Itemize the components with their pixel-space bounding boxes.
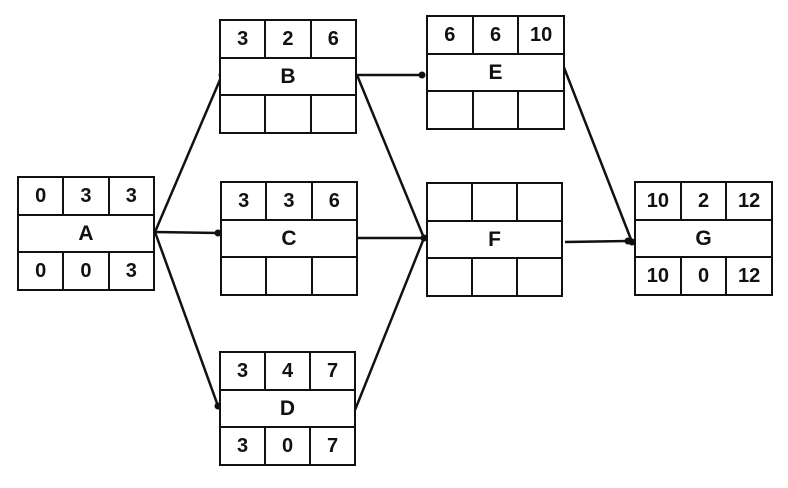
node-c-late-finish	[310, 258, 356, 295]
node-g-late-start: 10	[646, 265, 669, 288]
node-f-bottom-row	[428, 259, 561, 296]
edge-a-d	[153, 231, 220, 407]
node-e-label-row: E	[428, 52, 563, 93]
node-a-label-row: A	[19, 213, 153, 254]
node-c-label-row: C	[222, 218, 356, 259]
node-a-late-finish: 3	[107, 253, 153, 290]
node-c: 3 3 6 C	[220, 181, 358, 296]
node-d-early-start: 3	[236, 359, 249, 382]
node-f-early-start	[428, 184, 471, 220]
node-a-bottom-row: 0 0 3	[19, 253, 153, 290]
node-f-label: F	[488, 228, 501, 251]
node-a-early-start: 0	[35, 184, 47, 207]
node-c-duration: 3	[265, 183, 310, 219]
node-a-label: A	[78, 222, 94, 245]
edge-f-g	[564, 239, 629, 244]
node-d-slack: 0	[264, 428, 309, 465]
node-b-bottom-row	[221, 96, 355, 133]
node-e-early-finish: 10	[517, 17, 563, 53]
node-b-top-row: 3 2 6	[221, 21, 355, 57]
node-g-early-start: 10	[646, 189, 669, 212]
edge-b-f	[355, 74, 426, 239]
node-f-late-finish	[516, 259, 561, 296]
node-g-early-finish: 12	[725, 183, 771, 219]
node-c-early-start: 3	[238, 189, 250, 212]
node-d-bottom-row: 3 0 7	[221, 428, 354, 465]
node-a-slack: 0	[62, 253, 107, 290]
node-g: 10 2 12 G 10 0 12	[634, 181, 773, 296]
node-b-label: B	[280, 65, 296, 88]
node-a-late-start: 0	[35, 260, 47, 283]
edge-a-c	[154, 230, 219, 235]
node-c-early-finish: 6	[310, 183, 356, 219]
node-c-top-row: 3 3 6	[222, 183, 356, 219]
node-a-top-row: 0 3 3	[19, 178, 153, 214]
node-b-early-finish: 6	[309, 21, 355, 57]
node-d-late-finish: 7	[309, 428, 354, 465]
node-e-top-row: 6 6 10	[428, 17, 563, 53]
node-c-late-start	[222, 258, 265, 294]
edge-b-e-head	[418, 71, 426, 79]
edge-e-g	[561, 64, 634, 243]
node-g-bottom-row: 10 0 12	[636, 258, 771, 295]
node-f: F	[426, 182, 563, 297]
node-d-top-row: 3 4 7	[221, 353, 354, 389]
node-a: 0 3 3 A 0 0 3	[17, 176, 155, 291]
edge-d-f	[353, 237, 426, 411]
node-g-label: G	[695, 227, 712, 250]
edge-f-g-head	[624, 237, 632, 245]
node-c-slack	[265, 258, 310, 295]
node-e-slack	[471, 92, 518, 129]
node-b-early-start: 3	[237, 27, 249, 50]
node-f-late-start	[428, 259, 471, 295]
node-g-label-row: G	[636, 218, 771, 259]
node-d-label-row: D	[221, 388, 354, 429]
edge-a-c-head	[214, 229, 222, 237]
node-f-duration	[471, 184, 516, 220]
node-d-early-finish: 7	[309, 353, 354, 389]
node-b-late-finish	[309, 96, 355, 133]
node-f-early-finish	[516, 184, 561, 220]
node-d: 3 4 7 D 3 0 7	[219, 351, 356, 466]
node-e-early-start: 6	[444, 23, 456, 46]
node-a-duration: 3	[62, 178, 107, 214]
node-b-slack	[264, 96, 309, 133]
node-f-top-row	[428, 184, 561, 220]
node-e-label: E	[488, 61, 503, 84]
node-g-top-row: 10 2 12	[636, 183, 771, 219]
edge-a-b	[153, 74, 224, 233]
node-g-duration: 2	[679, 183, 726, 219]
node-g-slack: 0	[679, 258, 726, 295]
node-c-label: C	[281, 227, 297, 250]
node-b-late-start	[221, 96, 264, 132]
node-e-late-start	[428, 92, 472, 128]
node-d-duration: 4	[264, 353, 309, 389]
node-a-early-finish: 3	[107, 178, 153, 214]
node-g-late-finish: 12	[725, 258, 771, 295]
node-b: 3 2 6 B	[219, 19, 357, 134]
node-e-duration: 6	[471, 17, 518, 53]
node-e-late-finish	[517, 92, 563, 129]
node-f-slack	[471, 259, 516, 296]
node-f-label-row: F	[428, 219, 561, 260]
node-e-bottom-row	[428, 92, 563, 129]
node-d-late-start: 3	[236, 435, 249, 458]
node-b-label-row: B	[221, 56, 355, 97]
node-d-label: D	[279, 397, 296, 420]
node-b-duration: 2	[264, 21, 309, 57]
node-c-bottom-row	[222, 258, 356, 295]
node-e: 6 6 10 E	[426, 15, 565, 130]
